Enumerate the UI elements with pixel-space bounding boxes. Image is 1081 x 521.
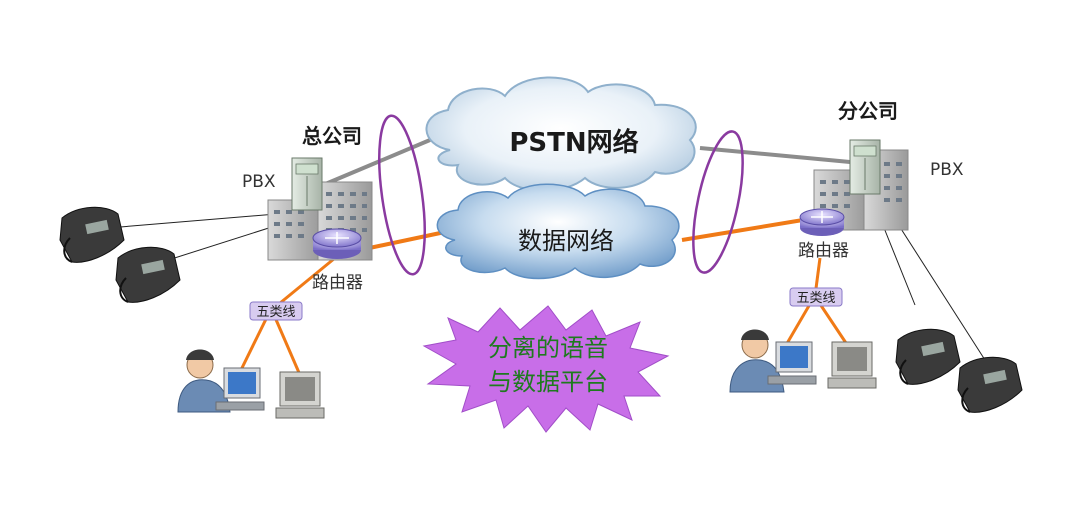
- data-link-right: [681, 216, 816, 242]
- phone-icon: [957, 356, 1023, 413]
- starburst-line-1: 分离的语音: [488, 334, 608, 362]
- lan-link-left-b: [272, 314, 302, 376]
- router-right: [799, 208, 845, 236]
- branch-site: 分公司 PBX 路由器: [729, 99, 1023, 413]
- phone-icon: [895, 328, 961, 385]
- pstn-link-right: [699, 146, 851, 164]
- branch-label: 分公司: [838, 99, 898, 123]
- router-label-left: 路由器: [312, 273, 363, 293]
- router-label-right: 路由器: [798, 241, 849, 261]
- cable-label-left: 五类线: [256, 305, 295, 320]
- link-bundle-ellipse-left: [378, 114, 426, 276]
- computer-icon: [827, 341, 877, 389]
- computer-icon: [275, 371, 325, 419]
- user-workstation-icon: [177, 349, 265, 413]
- starburst-callout: 分离的语音 与数据平台: [422, 305, 670, 433]
- pstn-label: PSTN网络: [509, 127, 638, 158]
- cable-tag-right: 五类线: [789, 287, 843, 307]
- phone-icon: [115, 246, 181, 303]
- hq-site: 总公司 PBX: [59, 124, 373, 419]
- pbx-cabinet-left: [291, 157, 323, 211]
- cable-tag-left: 五类线: [249, 301, 303, 321]
- user-workstation-icon: [729, 329, 817, 393]
- cable-label-right: 五类线: [796, 291, 835, 306]
- lan-link-left-trunk: [273, 256, 336, 310]
- starburst-line-2: 与数据平台: [488, 368, 608, 396]
- pbx-label-right: PBX: [930, 160, 964, 180]
- lan-link-left-a: [238, 314, 270, 373]
- pstn-cloud: PSTN网络: [425, 76, 697, 192]
- data-link-left: [359, 230, 446, 252]
- phone-icon: [59, 206, 125, 263]
- data-network-label: 数据网络: [518, 227, 614, 255]
- router-left: [312, 228, 362, 259]
- hq-label: 总公司: [302, 124, 362, 148]
- pbx-label-left: PBX: [242, 172, 276, 192]
- link-bundle-ellipse-right: [692, 130, 744, 274]
- pbx-cabinet-right: [849, 139, 881, 195]
- data-network-cloud: 数据网络: [436, 183, 680, 280]
